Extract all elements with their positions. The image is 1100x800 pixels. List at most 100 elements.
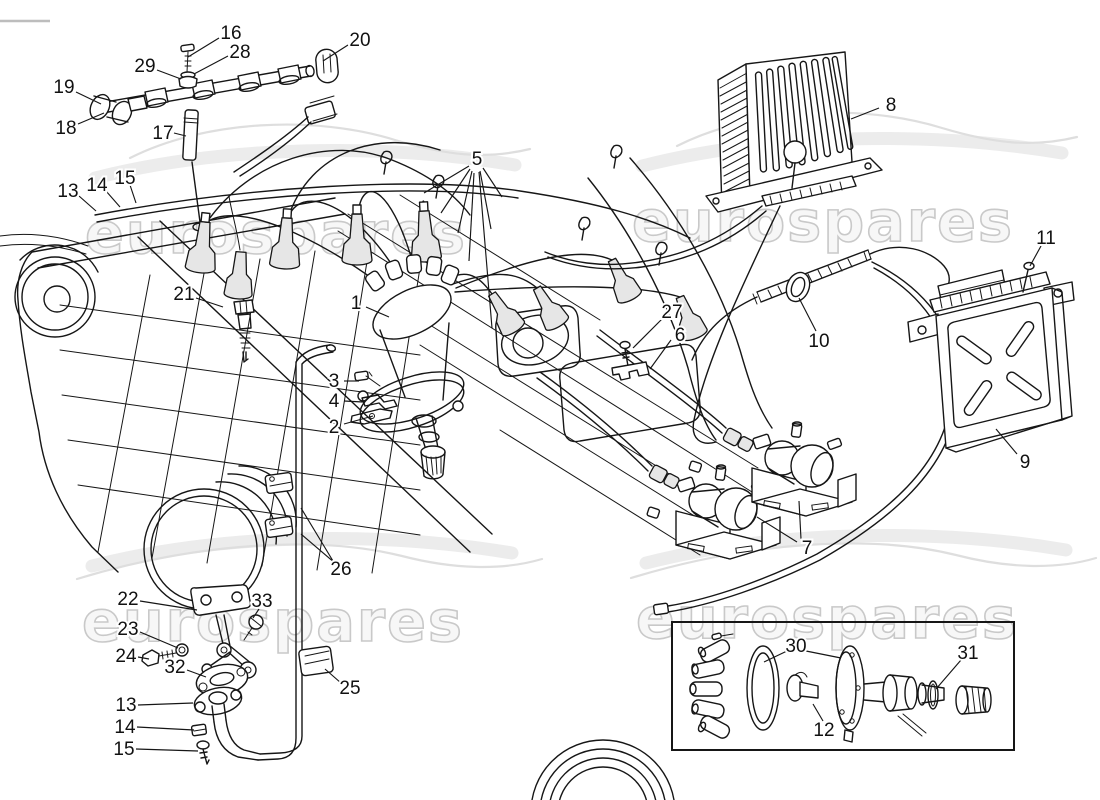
leader-line-6: [649, 339, 672, 370]
leader-line-19: [75, 91, 102, 105]
callout-label-13: 13: [57, 181, 78, 202]
inset-shaft: [863, 674, 945, 737]
spark-plug-boots-right: [487, 257, 708, 342]
callout-label-25: 25: [339, 678, 360, 699]
pipe-clamp: [298, 645, 334, 677]
distributor-cap-towers: [364, 254, 460, 292]
leader-line-5: [479, 170, 492, 230]
bottom-left-parts: [141, 584, 264, 765]
watermark-text: eurospares: [82, 589, 464, 655]
pipe-assembly: [257, 344, 337, 761]
leader-line-13: [137, 702, 194, 706]
distributor-clamp-parts: [350, 370, 398, 425]
bolt-24: [141, 649, 160, 667]
leader-line-15: [129, 184, 137, 204]
spark-plug-wires: [184, 141, 708, 342]
pipe-clip: [264, 515, 294, 539]
leader-line-2: [343, 415, 374, 425]
callout-label-15: 15: [113, 739, 134, 760]
callout-label-32: 32: [164, 657, 185, 678]
distributor: [350, 254, 465, 480]
callout-label-17: 17: [152, 123, 173, 144]
leader-line-33: [252, 608, 260, 619]
banjo-fitting: [193, 686, 261, 761]
callout-label-22: 22: [117, 589, 138, 610]
callout-label-12: 12: [813, 720, 834, 741]
pipe-clip: [264, 471, 294, 495]
ecu-cross-pattern: [956, 321, 1042, 416]
callout-label-18: 18: [55, 118, 76, 139]
watermark-bottom-right: eurospares: [629, 528, 1098, 653]
screw-and-clamp-27-6: [611, 340, 650, 381]
callout-label-14: 14: [114, 717, 136, 738]
watermark-top-left: eurospares: [84, 123, 532, 268]
leader-line-12: [812, 703, 824, 722]
watermark-text: eurospares: [85, 201, 467, 267]
watermark-top-right: eurospares: [631, 111, 1079, 256]
wire-loom-clips: [380, 144, 668, 266]
spark-plug-boots-left: [184, 201, 443, 274]
leader-line-5: [423, 165, 470, 194]
leader-line-16: [187, 37, 220, 58]
ignition-module: [544, 51, 883, 444]
leader-line-29: [156, 69, 182, 80]
watermark-text: eurospares: [636, 586, 1018, 652]
callout-label-8: 8: [886, 95, 897, 116]
leader-line-7: [798, 500, 802, 540]
callout-label-2: 2: [329, 417, 340, 438]
callout-label-21: 21: [173, 284, 194, 305]
callout-label-28: 28: [229, 42, 250, 63]
solenoid-valves: [536, 329, 857, 560]
callout-label-27: 27: [661, 302, 682, 323]
rail-end-cap: [315, 48, 339, 84]
watermark-text: eurospares: [632, 189, 1014, 255]
harness-connector-plug: [233, 95, 338, 177]
spark-plug: [223, 195, 255, 363]
distributor-gear: [420, 445, 446, 480]
leader-line-5: [468, 172, 475, 262]
leader-line-31: [935, 659, 962, 690]
rail-hose-unions: [89, 93, 148, 126]
callout-label-14: 14: [86, 175, 108, 196]
leader-line-5: [482, 167, 503, 198]
callout-label-26: 26: [330, 559, 351, 580]
inset-distributor-cap: [689, 632, 780, 739]
ecu: [907, 261, 1075, 453]
module-knob: [783, 140, 807, 164]
callout-label-13: 13: [115, 695, 136, 716]
callout-label-7: 7: [802, 538, 813, 559]
leader-line-15: [135, 748, 199, 752]
leader-line-30: [805, 650, 842, 659]
grommet: [785, 271, 811, 303]
leader-line-23: [139, 631, 179, 649]
leader-line-17: [173, 132, 187, 137]
module-cable-down: [692, 205, 781, 444]
leader-line-18: [77, 112, 105, 125]
leader-line-20: [322, 44, 349, 62]
leader-line-28: [193, 55, 229, 75]
callout-label-5: 5: [472, 149, 483, 170]
leader-line-27: [632, 317, 664, 349]
main-harness: [94, 183, 691, 239]
callout-label-15: 15: [114, 168, 135, 189]
callout-label-29: 29: [134, 56, 155, 77]
leader-line-7: [756, 516, 798, 543]
leader-line-5: [457, 170, 473, 234]
leader-line-1: [365, 306, 390, 318]
sheath-braid: [767, 258, 853, 299]
leader-line-26: [300, 507, 334, 562]
watermark-bottom-left: eurospares: [75, 531, 544, 656]
module-cable-left: [544, 205, 763, 266]
inset-rotor: [786, 671, 819, 702]
inset-dust-plate: [835, 645, 865, 743]
callout-label-19: 19: [53, 77, 74, 98]
callout-label-6: 6: [675, 325, 686, 346]
callout-label-23: 23: [117, 619, 138, 640]
leader-line-30: [763, 650, 788, 663]
leader-line-5: [478, 171, 493, 329]
leader-line-5: [440, 168, 471, 214]
injector-cups: [144, 64, 302, 109]
leader-line-14: [136, 726, 195, 731]
